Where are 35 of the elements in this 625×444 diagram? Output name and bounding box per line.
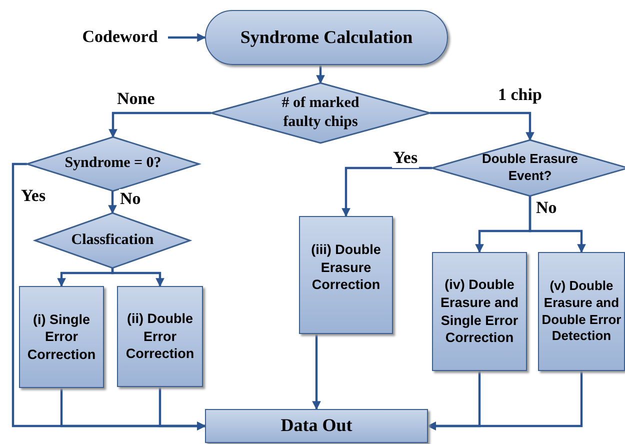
process-box xyxy=(205,409,428,443)
connector-arrow xyxy=(108,191,117,214)
connector-arrow xyxy=(158,387,206,430)
decision-text: Syndrome = 0? xyxy=(64,154,162,174)
connector-arrow xyxy=(427,371,583,430)
decision-diamond xyxy=(432,140,625,196)
process-box xyxy=(432,252,527,371)
decision-text: Double Erasure Event? xyxy=(480,151,580,185)
connector-arrow xyxy=(342,166,432,217)
decision-text: Classfication xyxy=(71,230,154,250)
connector-arrow xyxy=(528,196,586,253)
process-box xyxy=(19,286,104,388)
connector-arrow xyxy=(316,65,325,84)
connector-arrow xyxy=(108,112,211,138)
connector-arrow xyxy=(168,33,206,42)
box-text: (v) Double Erasure and Double Error Detection xyxy=(541,278,622,346)
box-text: (ii) Double Error Correction xyxy=(124,310,196,363)
box-text: (iv) Double Erasure and Single Error Correction xyxy=(439,276,520,347)
decision-diamond xyxy=(27,137,199,191)
connector-arrow xyxy=(312,334,321,410)
decision-text: # of marked faulty chips xyxy=(280,94,360,132)
box-text: (i) Single Error Correction xyxy=(26,310,97,364)
box-text: Data Out xyxy=(280,414,352,438)
terminal-box xyxy=(205,10,448,65)
connector-arrow xyxy=(111,268,164,287)
process-box xyxy=(299,216,393,334)
process-box xyxy=(117,286,203,387)
process-box xyxy=(538,252,625,371)
connector-arrow xyxy=(430,112,534,141)
decision-diamond xyxy=(35,213,190,268)
decision-diamond xyxy=(211,83,430,143)
box-text: (iii) Double Erasure Correction xyxy=(310,241,382,294)
box-text: Syndrome Calculation xyxy=(240,26,413,49)
input-label: Codeword xyxy=(72,25,168,49)
edge-label: 1 chip xyxy=(497,85,543,105)
